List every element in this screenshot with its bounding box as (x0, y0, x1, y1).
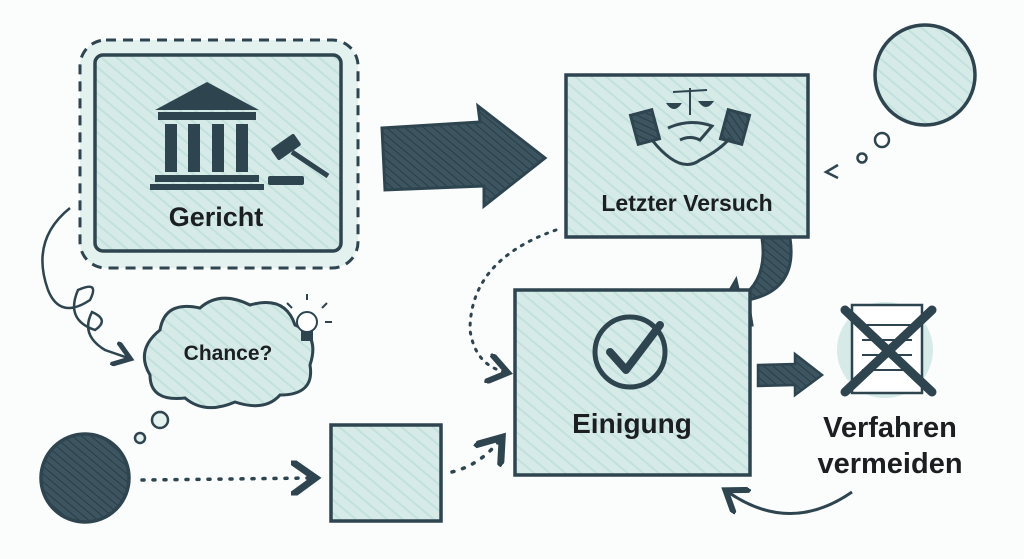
last-attempt-label: Letzter Versuch (601, 190, 773, 216)
chance-cloud (133, 296, 315, 445)
dotted-arrow-square-to-agreement (450, 440, 500, 474)
arrow-court-to-last-attempt (380, 102, 548, 210)
arrow-return (728, 492, 853, 515)
chance-label: Chance? (183, 342, 273, 365)
avoid-label-line2: vermeiden (817, 448, 963, 480)
agreement-label: Einigung (572, 408, 692, 439)
arrow-agreement-to-avoid (756, 351, 825, 398)
gavel-icon (268, 134, 330, 185)
empty-square (329, 423, 443, 523)
empty-circle (873, 23, 977, 127)
handshake-icon (628, 107, 752, 166)
court-node (78, 38, 360, 270)
checkmark-icon (592, 314, 668, 390)
spiral-arrow (41, 207, 128, 358)
lightbulb-icon (286, 294, 332, 341)
agreement-node (513, 288, 752, 477)
dotted-arrow-to-agreement (468, 228, 558, 372)
avoid-label-line1: Verfahren (823, 412, 957, 444)
dotted-arrow-circle-to-square (140, 478, 312, 480)
courthouse-icon (150, 82, 264, 190)
filled-circle (39, 432, 131, 524)
crossed-document-icon (837, 302, 937, 398)
scales-icon (665, 88, 715, 115)
court-label: Gericht (168, 202, 264, 232)
last-attempt-node (564, 73, 810, 239)
